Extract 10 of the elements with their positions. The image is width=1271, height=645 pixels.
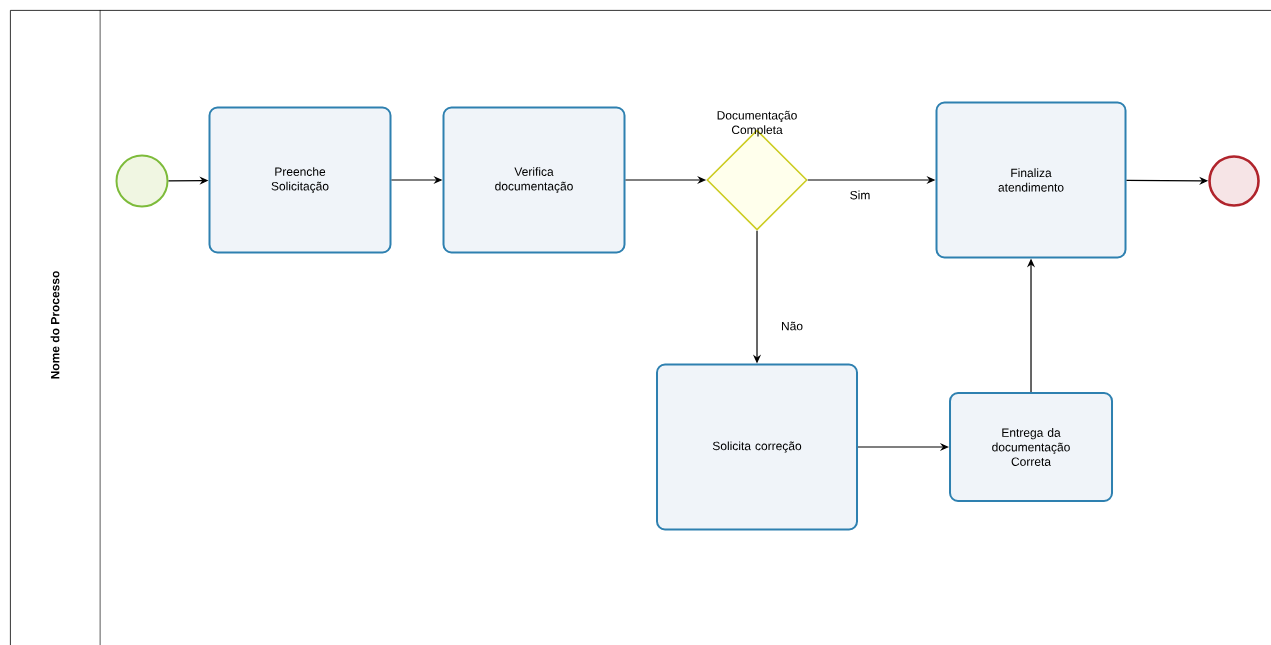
task-box: Entrega da documentação Correta xyxy=(949,392,1113,502)
task-box: Solicita correção xyxy=(656,363,858,531)
edge-label: Sim xyxy=(848,189,872,201)
edge-label: Não xyxy=(780,320,804,332)
task-box: Finaliza atendimento xyxy=(935,101,1127,259)
end-event-circle xyxy=(1208,155,1260,207)
task-box: Verifica documentação xyxy=(442,106,626,254)
task-box: Preenche Solicitação xyxy=(208,106,392,254)
start-event-circle xyxy=(115,154,169,208)
node-label: Documentação xyxy=(717,110,797,123)
